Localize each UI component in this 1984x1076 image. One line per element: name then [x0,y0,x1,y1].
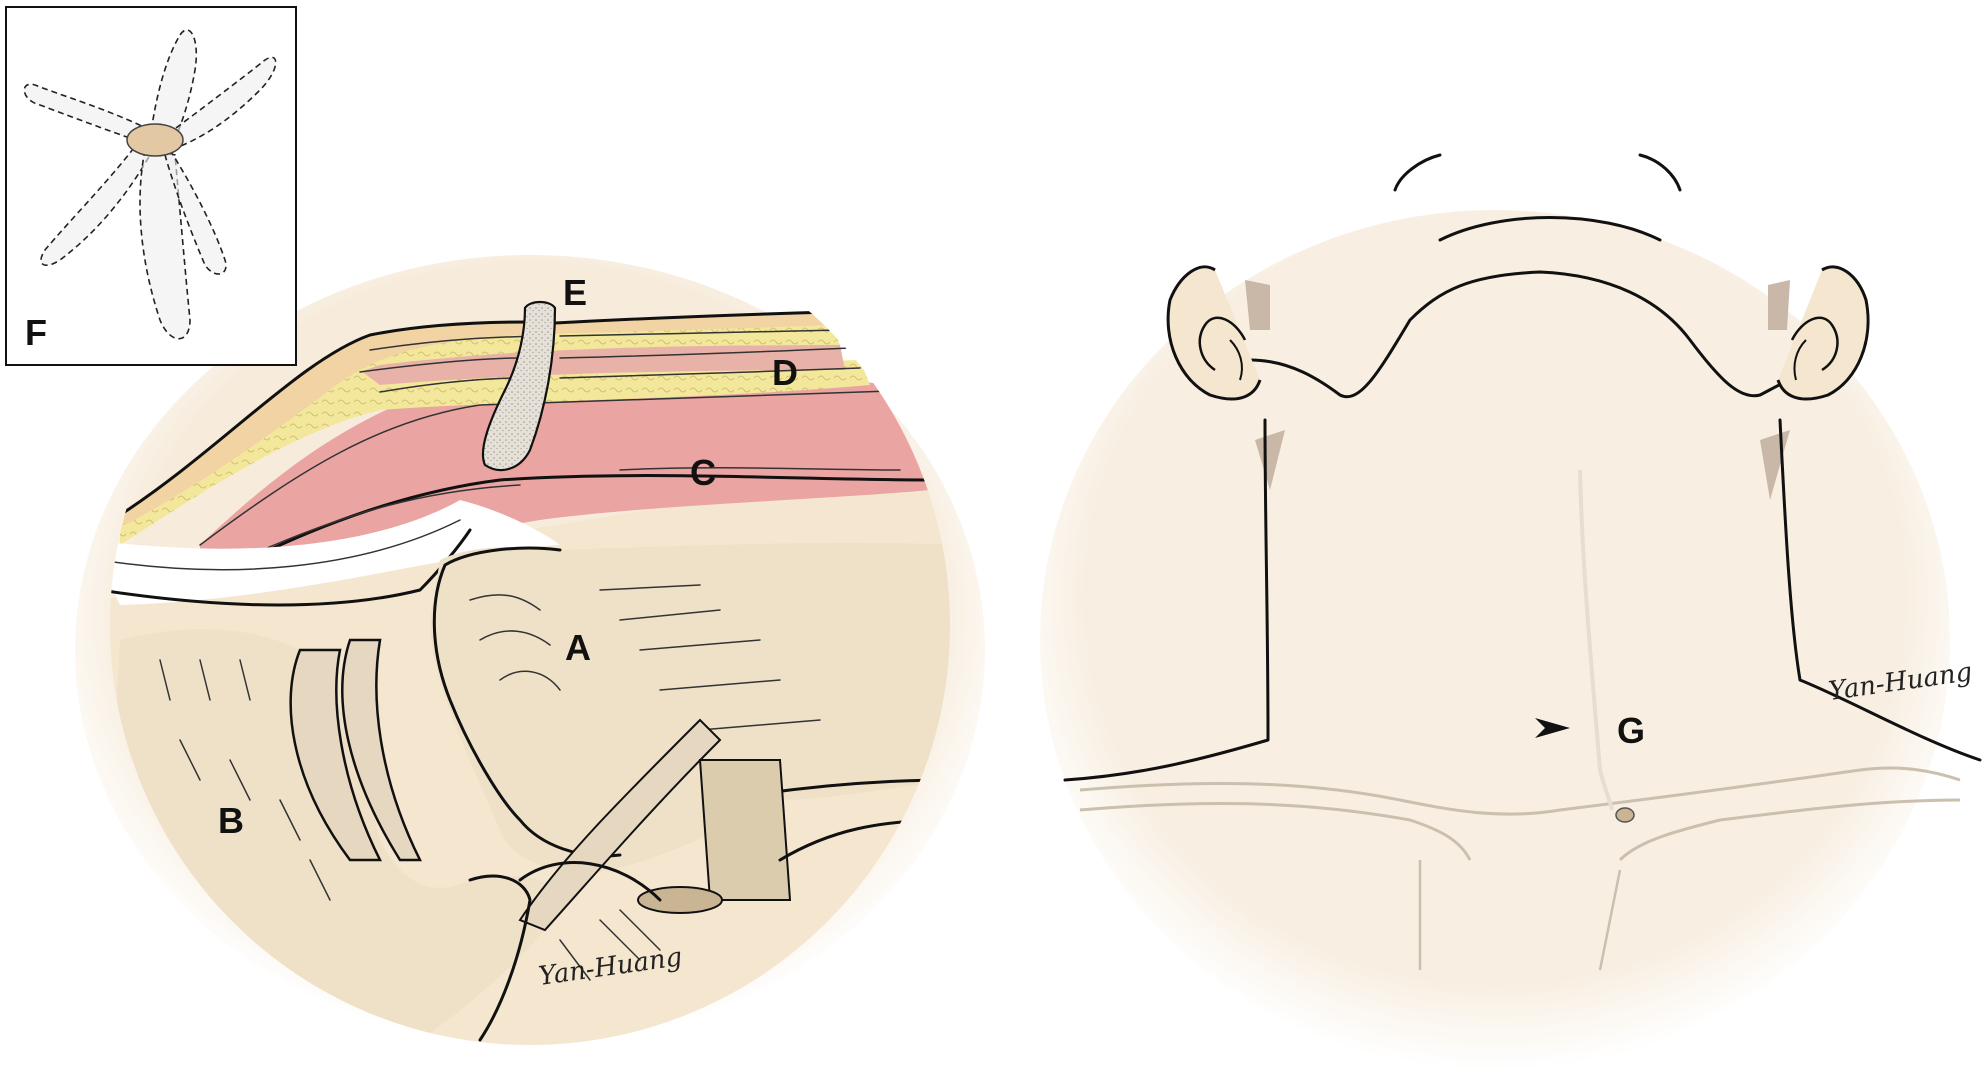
structure-a [430,542,950,873]
cross-section-panel: A B C D E F Yan-Huang [5,6,985,1045]
mandible-line [1248,270,1852,399]
midline-tract [1578,469,1614,811]
inset-lobe-3 [23,83,151,147]
neck-panel: G Yan-Huang [1040,153,1982,1070]
muscle-strip-1 [289,648,383,862]
arrowhead-icon [1535,718,1570,738]
label-a: A [565,627,591,668]
label-g: G [1617,710,1645,751]
label-e: E [563,272,587,313]
vessel-cylinder [698,759,792,901]
label-b: B [218,800,244,841]
strap-muscle [518,718,722,932]
ear-left [1166,265,1270,401]
fat-layer-superficial [130,320,840,530]
inset-lobe-2 [158,56,277,151]
neck-side-left [1063,418,1270,782]
label-c: C [690,452,716,493]
ear-right [1768,265,1870,401]
neck-background [1040,210,1950,1070]
inset-f [5,6,297,366]
label-f: F [25,312,47,353]
muscle-strip-2 [341,638,423,862]
inset-lobe-6 [164,148,227,275]
inset-lobe-4 [40,138,151,266]
fascia-band [110,500,560,605]
inset-center [126,123,184,157]
inset-lobe-1 [149,29,198,152]
label-d: D [772,352,798,393]
inset-lobe-5 [139,149,191,340]
neck-side-right [1778,418,1982,762]
jaw-outline [1393,153,1682,192]
fistula-opening [1615,807,1635,823]
skin-surface [120,312,832,525]
sinus-tract [481,300,557,472]
clavicle-line [1079,766,1961,816]
